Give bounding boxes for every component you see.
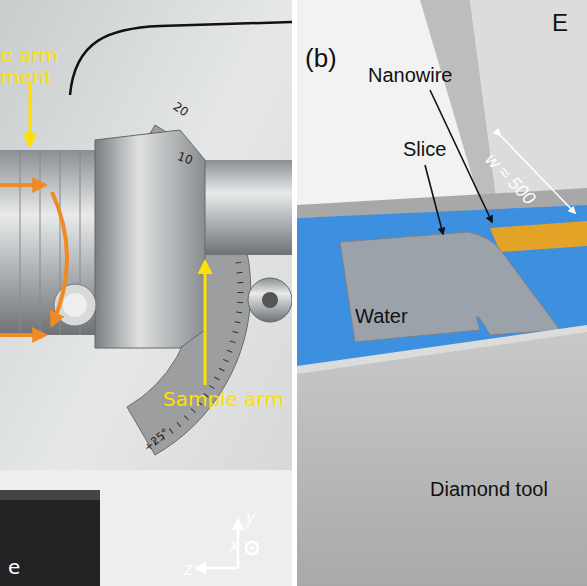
part-name: e arm bbox=[0, 44, 58, 66]
tool-body: Diamond tool Water bbox=[297, 200, 587, 586]
part-name: Sample arm bbox=[163, 388, 284, 410]
part-name: Slice bbox=[403, 138, 446, 160]
axis-label: y bbox=[246, 508, 255, 528]
part-name: Nanowire bbox=[368, 64, 452, 86]
part-name: e bbox=[8, 556, 20, 578]
part-name: E bbox=[552, 10, 568, 36]
axis-label: z bbox=[184, 560, 193, 580]
water-region: Water bbox=[297, 210, 587, 380]
axis-label: x bbox=[230, 536, 239, 556]
panel-letter: (b) bbox=[305, 44, 337, 73]
region-label: Water bbox=[355, 305, 408, 328]
part-name: ment bbox=[0, 66, 52, 88]
region-label: Diamond tool bbox=[430, 478, 548, 501]
